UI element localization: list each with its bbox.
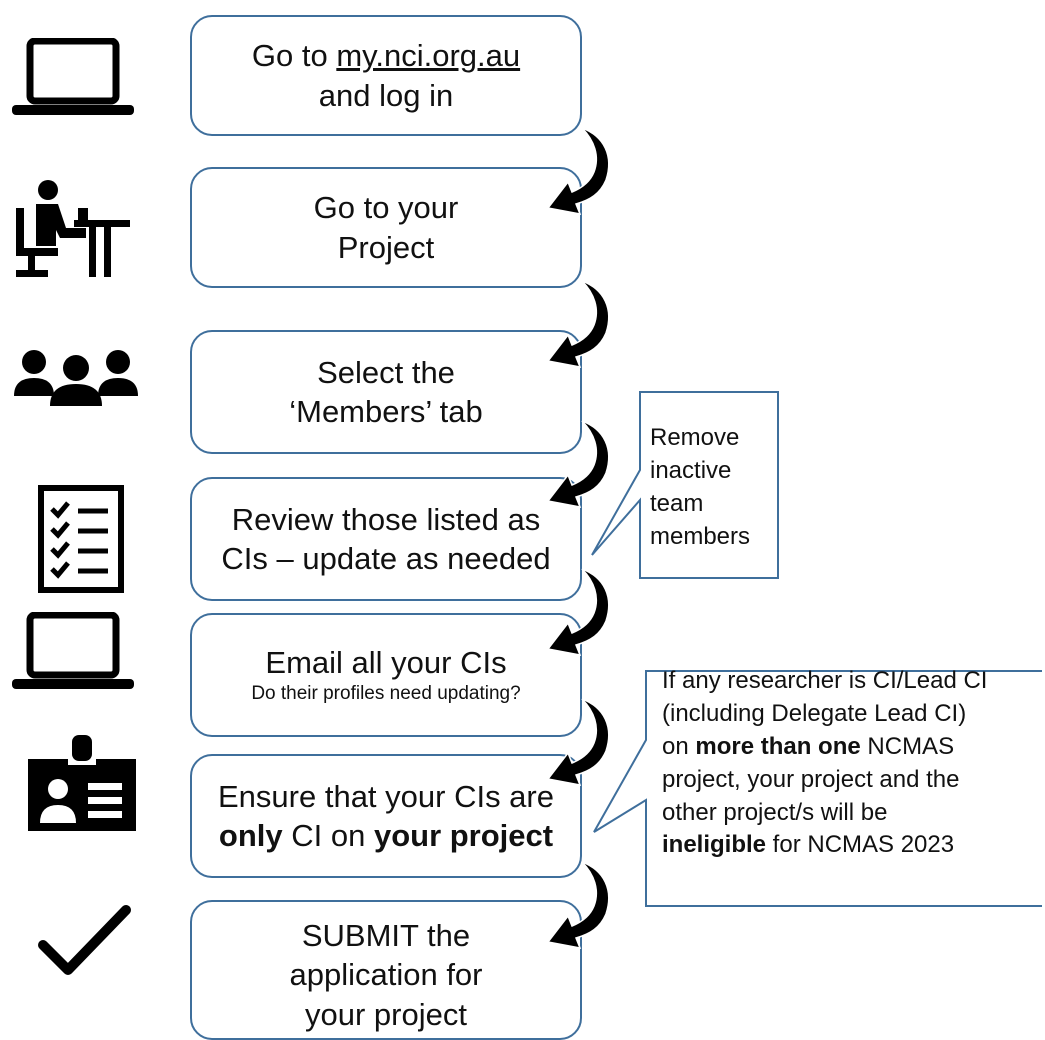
eligibility-callout-outline <box>593 670 1042 907</box>
callout-line: members <box>650 522 751 550</box>
step-project: Go to your Project <box>190 167 582 288</box>
step-subline: Do their profiles need updating? <box>251 683 521 705</box>
step-ensure-cis: Ensure that your CIs are only CI on your… <box>190 754 582 878</box>
step-line: Project <box>337 229 435 265</box>
laptop-icon <box>12 38 134 115</box>
callout-line: other project/s will be <box>662 798 888 826</box>
curved-arrow-icon <box>547 420 610 508</box>
curved-arrow-icon <box>547 568 610 656</box>
step-members-tab: Select the ‘Members’ tab <box>190 330 582 454</box>
callout-line: inactive <box>650 456 732 484</box>
curved-arrow-icon <box>547 698 610 786</box>
step-line: CIs – update as needed <box>221 541 551 576</box>
step-line: Email all your CIs <box>265 644 507 680</box>
step-line: Review those listed as <box>231 501 541 537</box>
nci-link[interactable]: my.nci.org.au <box>336 38 521 74</box>
step-email-cis: Email all your CIs Do their profiles nee… <box>190 613 582 737</box>
person-at-desk-icon <box>16 180 130 277</box>
eligibility-callout: If any researcher is CI/Lead CI (includi… <box>662 665 987 862</box>
callout-line: team <box>650 489 704 517</box>
callout-line: If any researcher is CI/Lead CI <box>662 667 988 694</box>
id-badge-icon <box>28 735 136 831</box>
callout-line: Remove <box>650 424 740 451</box>
step-login: Go to my.nci.org.au and log in <box>190 15 582 136</box>
callout-line: on more than one NCMAS <box>662 732 955 760</box>
callout-line: (including Delegate Lead CI) <box>662 699 967 727</box>
remove-callout-outline <box>591 391 779 579</box>
step-line: application for <box>289 957 483 993</box>
step-line: only CI on your project <box>218 818 554 853</box>
checkmark-icon <box>38 905 131 975</box>
step-line: Select the <box>317 354 455 390</box>
step-line: Go to my.nci.org.au <box>251 38 521 74</box>
laptop-icon <box>12 612 134 689</box>
curved-arrow-icon <box>547 280 610 368</box>
checklist-icon <box>38 485 124 593</box>
callout-line: project, your project and the <box>662 765 960 793</box>
remove-callout: Remove inactive team members <box>650 422 750 554</box>
step-line: Go to your <box>313 190 459 226</box>
group-icon <box>14 350 138 406</box>
curved-arrow-icon <box>547 861 610 949</box>
step-review-cis: Review those listed as CIs – update as n… <box>190 477 582 601</box>
callout-line: ineligible for NCMAS 2023 <box>662 831 955 859</box>
step-line: SUBMIT the <box>301 918 471 953</box>
step-line: Ensure that your CIs are <box>218 778 554 814</box>
step-line: and log in <box>318 77 454 113</box>
curved-arrow-icon <box>547 127 610 215</box>
step-line: ‘Members’ tab <box>289 394 483 429</box>
